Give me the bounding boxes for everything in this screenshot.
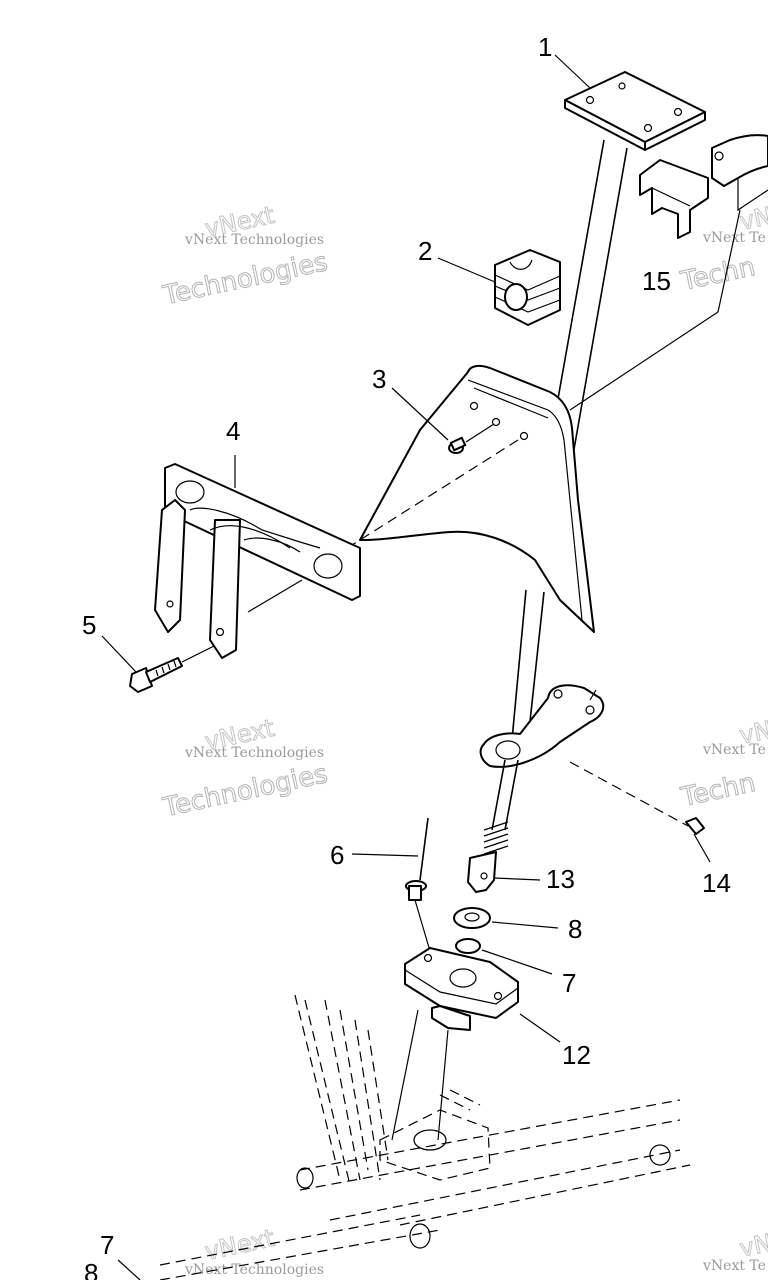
watermark-line3: Techn — [678, 768, 758, 813]
callout-6: 6 — [330, 840, 344, 870]
callout-2: 2 — [418, 236, 432, 266]
watermark-line2: vN — [737, 716, 768, 750]
callout-5: 5 — [82, 610, 96, 640]
watermark-right-mid: vN vNext Te Techn — [677, 715, 768, 813]
callout-13: 13 — [546, 864, 575, 894]
watermark-line1: vNext Te — [702, 1258, 766, 1274]
callout-1: 1 — [538, 32, 552, 62]
watermark-right-top: vN vNext Te Techn — [677, 201, 768, 297]
callout-7: 7 — [562, 968, 576, 998]
watermark-right-bottom: vN vNext Te — [702, 1228, 768, 1274]
frame-reference — [159, 994, 691, 1280]
watermark-left-bottom: vNext vNext Technologies — [184, 1223, 324, 1278]
part-15-clamp — [569, 134, 768, 411]
callout-3: 3 — [372, 364, 386, 394]
watermark-line1: vNext Technologies — [184, 745, 324, 761]
leader-lines — [101, 54, 591, 1280]
part-1-plate-shaft — [555, 71, 706, 456]
watermark-line1: vNext Technologies — [184, 1262, 324, 1278]
callout-7-bottom: 7 — [100, 1230, 114, 1260]
part-3-screw — [448, 423, 495, 454]
watermark-line3: Technologies — [160, 759, 331, 823]
callout-12: 12 — [562, 1040, 591, 1070]
part-14-fastener — [685, 817, 711, 863]
watermark-line2: vNext — [202, 1224, 276, 1266]
callout-14: 14 — [702, 868, 731, 898]
callout-4: 4 — [226, 416, 240, 446]
watermark-line1: vNext Te — [702, 742, 766, 758]
callouts: 1 2 3 4 5 6 13 8 7 12 14 15 7 8 — [82, 32, 731, 1280]
part-7-ring — [455, 938, 481, 954]
callout-15: 15 — [642, 266, 671, 296]
watermark-line1: vNext Technologies — [184, 232, 324, 248]
callout-8: 8 — [568, 914, 582, 944]
part-5-bolt — [129, 645, 215, 693]
lower-shaft-assembly — [467, 589, 689, 893]
watermark-left-mid: vNext vNext Technologies Technologies — [159, 713, 331, 823]
watermark-line3: Techn — [678, 252, 758, 297]
part-2-block — [494, 249, 561, 326]
part-6-rivet — [405, 817, 433, 959]
watermark-line2: vN — [737, 1229, 768, 1263]
watermark-left-top: vNext vNext Technologies Technologies — [159, 200, 331, 311]
part-4-bracket — [154, 455, 361, 659]
watermark-line3: Technologies — [160, 247, 331, 311]
part-8-washer — [453, 907, 491, 929]
part-12-base — [404, 947, 519, 1031]
callout-8-bottom: 8 — [84, 1258, 98, 1280]
steering-cover — [351, 364, 595, 633]
